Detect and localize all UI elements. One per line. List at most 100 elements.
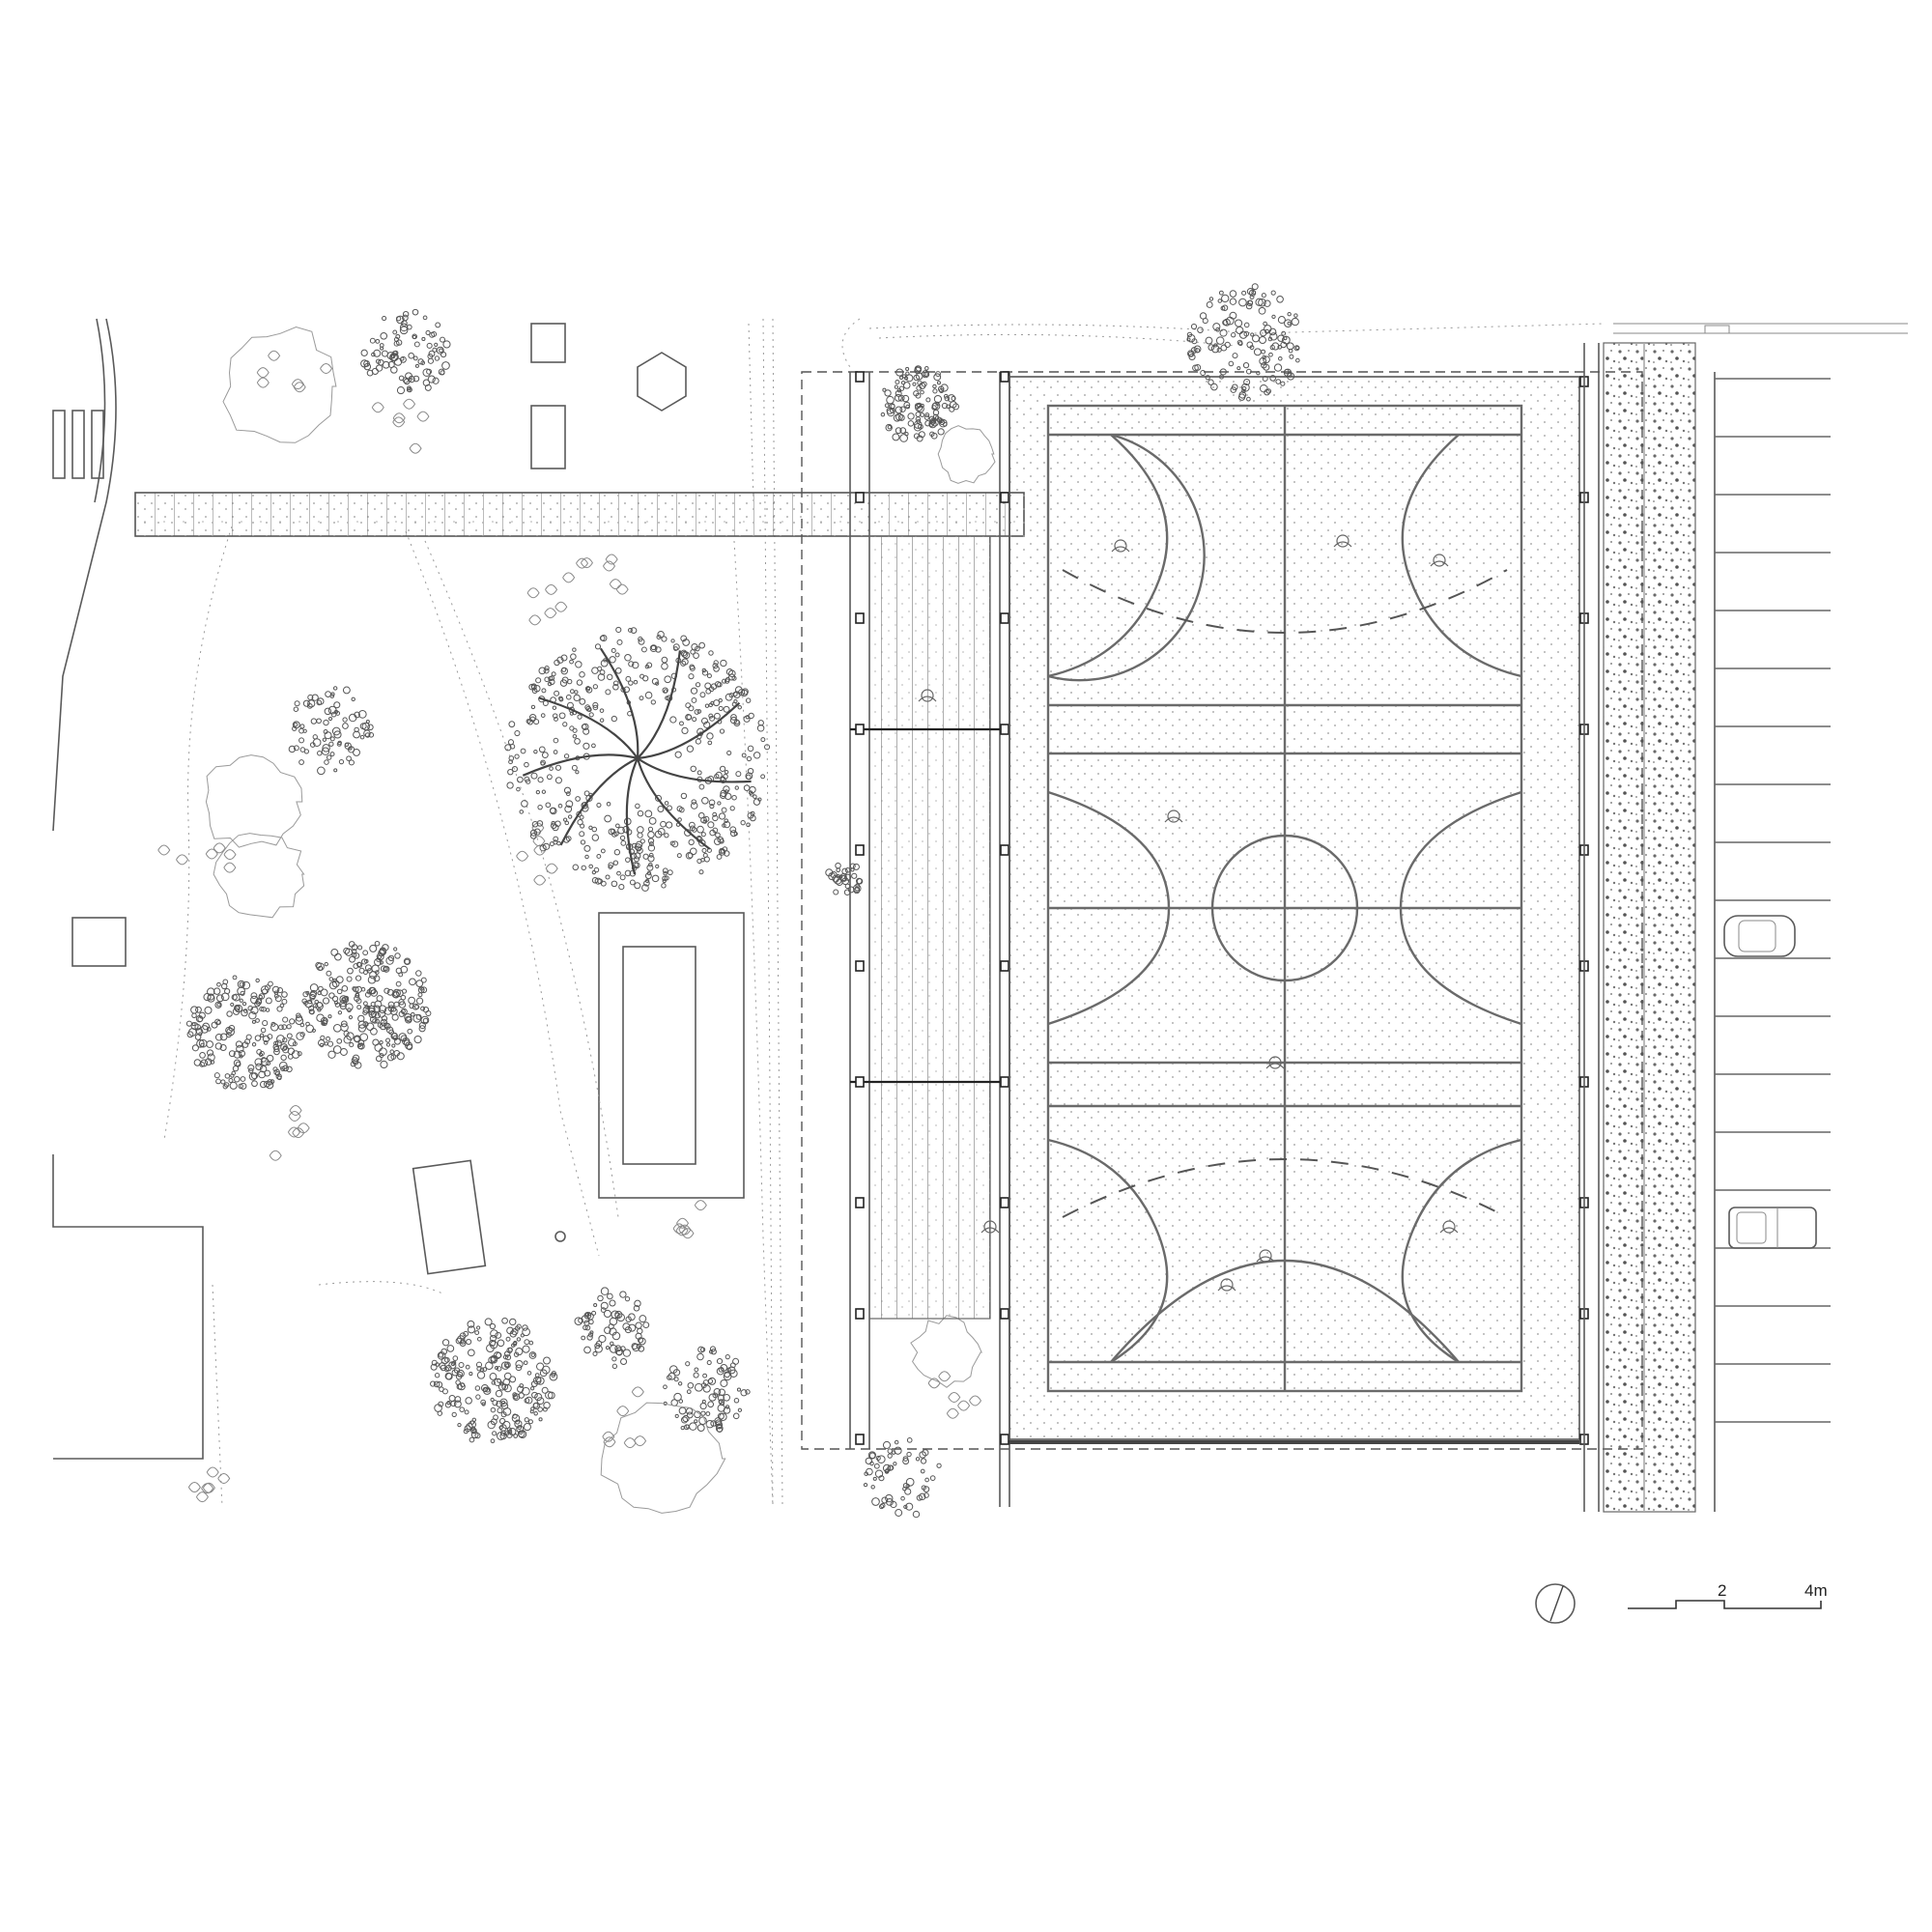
key-bottom [1110, 1259, 1460, 1363]
bench-block [412, 1159, 487, 1275]
groundcover-plant [187, 1466, 231, 1503]
person-icon [980, 1220, 1000, 1234]
person-icon [1430, 554, 1449, 567]
shrub-cluster [430, 1317, 558, 1444]
post-icon [1000, 960, 1009, 972]
post-icon [855, 1434, 865, 1445]
scale-bar: 2 4m [1628, 1581, 1828, 1609]
curved-wall [52, 318, 117, 832]
post-icon [855, 960, 865, 972]
planter-b [530, 405, 566, 469]
contour-2 [841, 318, 861, 368]
post-icon [1000, 1434, 1009, 1445]
path-line-5 [748, 323, 754, 503]
planter-a [530, 323, 566, 363]
path-line-7 [318, 1281, 445, 1295]
post-icon [855, 371, 865, 383]
arc-bottom-left [1047, 1138, 1169, 1364]
post-icon [855, 1197, 865, 1208]
shrub-cluster [360, 308, 451, 395]
north-arrow-icon [1535, 1583, 1576, 1624]
post-icon [1000, 492, 1009, 503]
road-sign [1704, 325, 1730, 334]
shrub-outline [910, 1315, 982, 1388]
groundcover-plant [371, 398, 430, 454]
center-arc-left [1047, 790, 1171, 1026]
three-point-top [1062, 569, 1508, 634]
person-icon [1439, 1220, 1459, 1234]
groundcover-plant [256, 350, 333, 393]
person-icon [1265, 1056, 1285, 1069]
scale-label-mid: 2 [1718, 1581, 1726, 1600]
post-icon [855, 844, 865, 856]
landscape-zone [52, 318, 1605, 1508]
building-outline [52, 1154, 204, 1460]
structural-posts [855, 371, 1009, 1445]
path-line-3 [424, 540, 619, 1218]
post-icon [1000, 724, 1009, 735]
groundcover-plant [526, 572, 576, 626]
hexagon-pavilion [637, 352, 687, 412]
post-icon [855, 1308, 865, 1320]
shrub-cluster [574, 1287, 650, 1370]
post-icon [1000, 844, 1009, 856]
shrub-cluster [301, 940, 432, 1069]
shrub-cluster [185, 975, 305, 1090]
post-icon [1000, 1308, 1009, 1320]
path-line-4 [733, 540, 774, 1508]
shrub-outline [213, 833, 305, 919]
shrub-cluster [880, 365, 960, 442]
post-icon [855, 492, 865, 503]
parking-stalls [1715, 378, 1831, 1423]
groundcover-plant [157, 842, 237, 873]
arc-top-right [1401, 434, 1522, 678]
groundcover-plant [576, 554, 629, 595]
post-icon [1000, 1076, 1009, 1088]
gravel-strip [1603, 342, 1696, 1513]
bleacher-zone [801, 371, 1643, 1507]
shrub-outline [937, 425, 996, 484]
groundcover-plant [927, 1371, 982, 1419]
person-icon [1217, 1278, 1236, 1292]
post-icon [1000, 371, 1009, 383]
path-line-1 [163, 526, 233, 1141]
car-1 [1723, 915, 1796, 957]
shrub-outline [205, 754, 303, 848]
entry-steps [52, 410, 104, 479]
players [918, 534, 1459, 1292]
shrub-cluster [288, 686, 375, 776]
arc-top-left-2 [1047, 434, 1169, 678]
person-icon [918, 689, 937, 702]
path-line-2 [405, 530, 600, 1257]
post-icon [855, 1076, 865, 1088]
arc-top-left [1047, 433, 1206, 682]
planter-square [71, 917, 127, 967]
groundcover-plant [269, 1104, 310, 1161]
post-icon [855, 724, 865, 735]
person-icon [1333, 534, 1352, 548]
bollard [554, 1231, 566, 1242]
three-point-bottom [1062, 1158, 1508, 1218]
curved-wall-inner [94, 318, 106, 503]
large-tree [504, 626, 771, 892]
person-icon [1111, 539, 1130, 553]
post-icon [1000, 1197, 1009, 1208]
parking-zone [1583, 323, 1908, 1513]
person-icon [1256, 1249, 1275, 1263]
scale-label-end: 4m [1804, 1581, 1828, 1600]
shrub-outline [600, 1402, 726, 1514]
bleacher-fill [869, 536, 990, 1319]
shrub-outline [222, 326, 337, 443]
contour-top-a [868, 323, 1605, 334]
groundcover-plant [602, 1386, 647, 1449]
center-circle [1210, 834, 1359, 982]
groundcover-plant [672, 1200, 707, 1239]
center-arc-right [1399, 790, 1522, 1026]
shrub-cluster [863, 1437, 942, 1519]
arc-bottom-right [1401, 1138, 1522, 1364]
basin-inner [622, 946, 696, 1165]
sports-court [918, 376, 1589, 1445]
car-2 [1728, 1207, 1817, 1249]
basin-outer [598, 912, 745, 1199]
